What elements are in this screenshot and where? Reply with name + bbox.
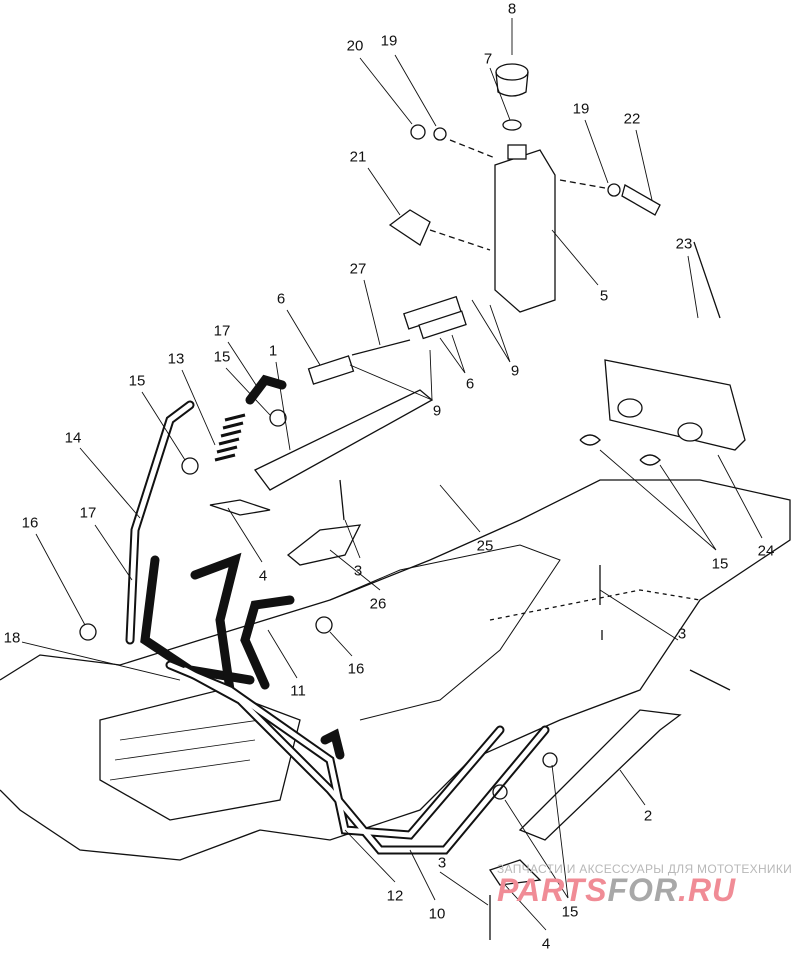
spring (214, 413, 246, 462)
callout-18: 18 (3, 629, 21, 647)
callout-14: 14 (64, 429, 82, 447)
callout-24: 24 (757, 542, 775, 560)
mounting-rail (254, 389, 434, 491)
callout-17: 17 (213, 322, 231, 340)
coolant-reservoir (494, 149, 556, 313)
callout-13: 13 (167, 350, 185, 368)
callout-16: 16 (21, 514, 39, 532)
callout-15: 15 (213, 348, 231, 366)
callout-17: 17 (79, 504, 97, 522)
callout-19: 19 (572, 100, 590, 118)
callout-11: 11 (290, 682, 306, 700)
chassis-outline (0, 479, 791, 861)
callout-20: 20 (346, 37, 364, 55)
watermark-logo: PARTSFOR.RU (497, 872, 737, 908)
callout-25: 25 (476, 537, 494, 555)
callout-26: 26 (369, 595, 387, 613)
watermark-tagline: ЗАПЧАСТИ И АКСЕССУАРЫ ДЛЯ МОТОТЕХНИКИ (497, 862, 793, 876)
callout-27: 27 (349, 260, 367, 278)
callout-15: 15 (711, 555, 729, 573)
hose-10 (190, 552, 242, 695)
callout-6: 6 (465, 375, 475, 393)
callout-22: 22 (623, 110, 641, 128)
callout-6: 6 (276, 290, 286, 308)
callout-2: 2 (643, 807, 653, 825)
callout-4: 4 (541, 935, 551, 953)
callout-3: 3 (437, 854, 447, 872)
callout-3: 3 (677, 625, 687, 643)
callout-4: 4 (258, 567, 268, 585)
callout-7: 7 (483, 50, 493, 68)
callout-23: 23 (675, 235, 693, 253)
callout-3: 3 (353, 562, 363, 580)
callout-1: 1 (268, 342, 278, 360)
callout-9: 9 (432, 402, 442, 420)
callout-9: 9 (510, 362, 520, 380)
callout-8: 8 (507, 0, 517, 18)
heat-exchanger-bracket (604, 359, 746, 451)
callout-21: 21 (349, 148, 367, 166)
hose-17 (140, 555, 255, 685)
callout-15: 15 (128, 372, 146, 390)
hose-11 (240, 595, 295, 690)
callout-10: 10 (428, 905, 446, 923)
callout-5: 5 (599, 287, 609, 305)
callout-15: 15 (561, 903, 579, 921)
reservoir-cap (495, 63, 529, 81)
callout-12: 12 (386, 887, 404, 905)
callout-19: 19 (380, 32, 398, 50)
callout-16: 16 (347, 660, 365, 678)
